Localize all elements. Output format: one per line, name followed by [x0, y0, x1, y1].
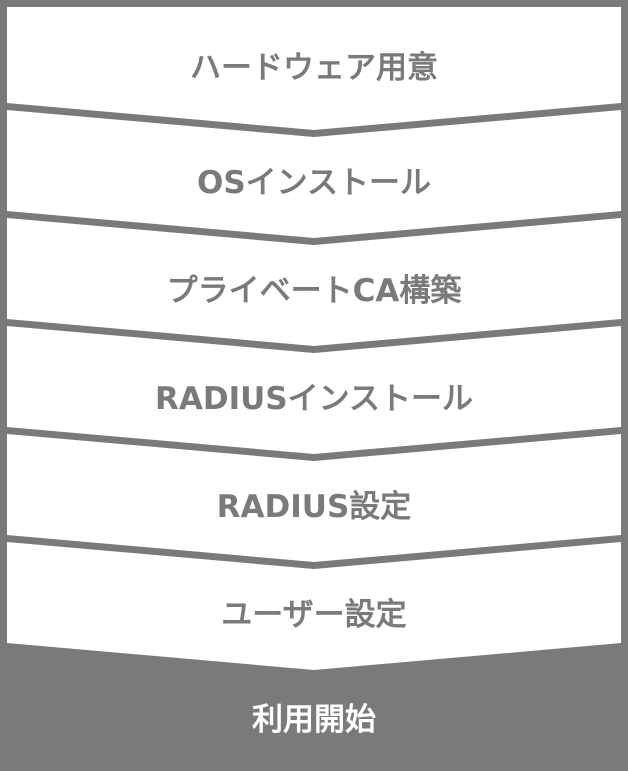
flow-step-5: RADIUS設定: [7, 434, 621, 562]
flow-step-3-label: プライベートCA構築: [167, 273, 463, 309]
flow-step-6-shape: [7, 542, 621, 670]
flow-step-2: OSインストール: [7, 110, 621, 238]
flow-step-4: RADIUSインストール: [7, 326, 621, 454]
flow-step-1-label: ハードウェア用意: [190, 50, 438, 86]
flow-step-6: ユーザー設定: [7, 542, 621, 670]
flow-step-3: プライベートCA構築: [7, 218, 621, 346]
flow-step-6-label: ユーザー設定: [221, 597, 406, 633]
flow-step-4-shape: [7, 326, 621, 454]
flow-final-step: 利用開始: [252, 702, 376, 738]
flow-step-3-shape: [7, 218, 621, 346]
flow-step-1-shape: [7, 7, 621, 130]
flow-step-2-label: OSインストール: [197, 165, 431, 201]
flow-step-1: ハードウェア用意: [7, 7, 621, 130]
flow-final-step-label: 利用開始: [252, 702, 376, 738]
flow-step-5-shape: [7, 434, 621, 562]
flow-step-5-label: RADIUS設定: [217, 489, 412, 525]
flow-step-4-label: RADIUSインストール: [155, 381, 473, 417]
flow-step-2-shape: [7, 110, 621, 238]
